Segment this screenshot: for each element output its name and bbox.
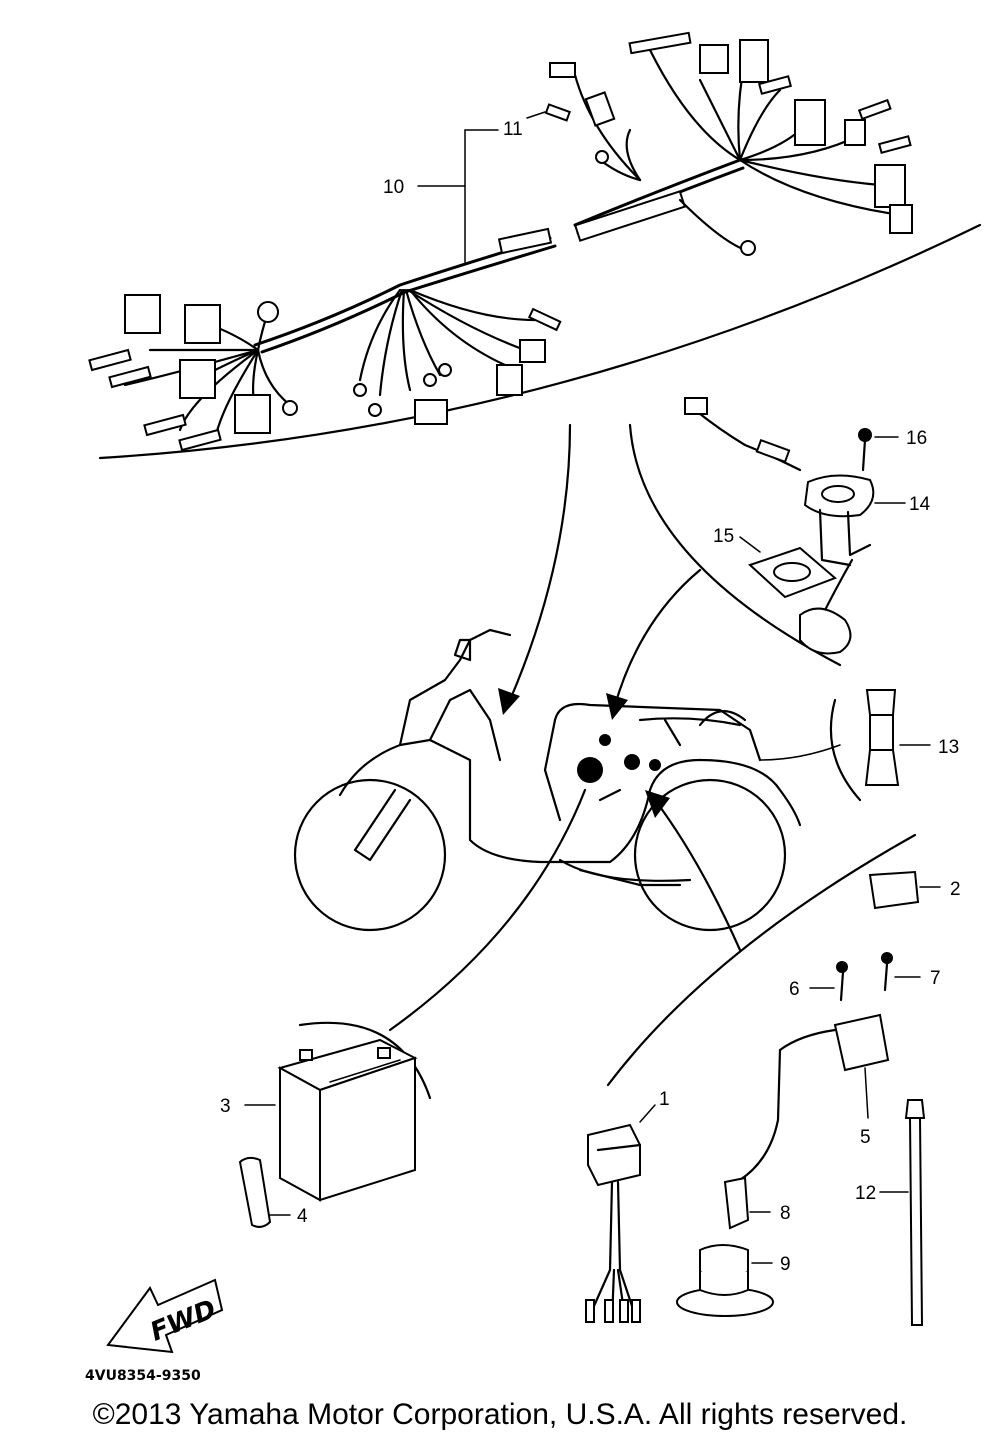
callout-labels: 10 11 16 14 15 13 2 6 7 1 3 5 12 8 4 9	[220, 119, 961, 1275]
callout-11: 11	[503, 119, 523, 140]
part-code: 4VU8354-9350	[85, 1368, 201, 1384]
cable-band	[879, 1099, 926, 1326]
callout-13: 13	[938, 737, 959, 758]
pointer-arrows	[388, 423, 917, 1087]
callout-15: 15	[713, 526, 734, 547]
callout-1: 1	[659, 1089, 670, 1110]
callout-4: 4	[297, 1206, 308, 1227]
forward-direction-indicator: FWD	[106, 1278, 224, 1354]
callout-8: 8	[780, 1203, 791, 1224]
callout-6: 6	[789, 979, 800, 1000]
relay	[868, 870, 941, 910]
battery-assembly	[238, 1021, 432, 1228]
scooter-outline	[293, 628, 931, 932]
rectifier-regulator	[585, 1104, 656, 1323]
callout-9: 9	[780, 1254, 791, 1275]
callout-2: 2	[950, 879, 961, 900]
ignition-coil-assembly	[676, 952, 921, 1317]
copyright-notice: ©2013 Yamaha Motor Corporation, U.S.A. A…	[92, 1398, 908, 1431]
callout-14: 14	[909, 494, 931, 515]
callout-12: 12	[855, 1183, 876, 1204]
callout-16: 16	[906, 428, 927, 449]
callout-5: 5	[860, 1127, 871, 1148]
fuel-sender-assembly	[628, 397, 906, 667]
callout-10: 10	[383, 177, 404, 198]
callout-7: 7	[930, 968, 941, 989]
wire-harness	[88, 31, 982, 460]
callout-3: 3	[220, 1096, 231, 1117]
